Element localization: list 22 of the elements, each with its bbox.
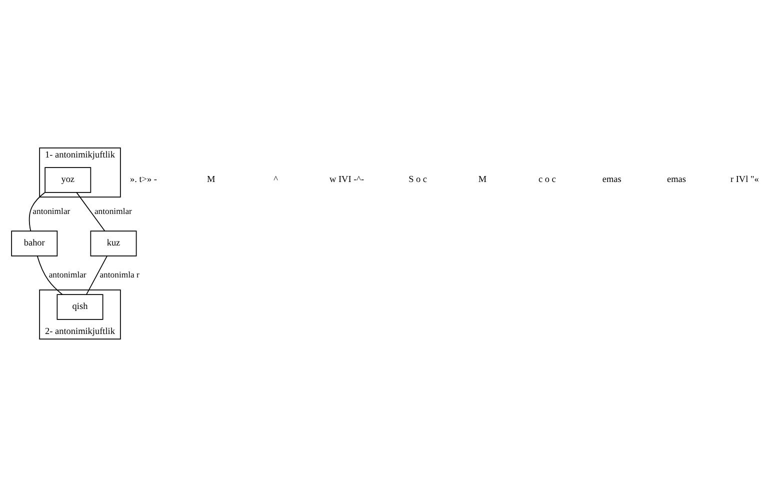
node-box: yoz [44, 166, 92, 192]
label: ^ [274, 174, 278, 184]
label: M [478, 174, 487, 184]
edge-label: antonimlar [48, 268, 86, 279]
label: S o c [408, 174, 428, 184]
node-box: qish [56, 294, 104, 320]
connector [28, 192, 46, 231]
connector [76, 192, 106, 231]
node-box: bahor [11, 230, 58, 256]
label: M [206, 174, 216, 184]
label: ». t>» - [130, 174, 158, 184]
connector [86, 255, 108, 294]
node-box: kuz [90, 230, 137, 256]
edge-label: antonimlar [94, 205, 132, 216]
connector [36, 255, 63, 294]
edge-label: antonimlar [32, 205, 70, 216]
label: emas [667, 174, 686, 184]
label: c o c [538, 174, 556, 184]
label: w IVI -^- [330, 174, 364, 184]
label: emas [602, 174, 622, 184]
label: r IVl "« [730, 174, 759, 184]
edge-label: antonimla r [100, 268, 140, 279]
